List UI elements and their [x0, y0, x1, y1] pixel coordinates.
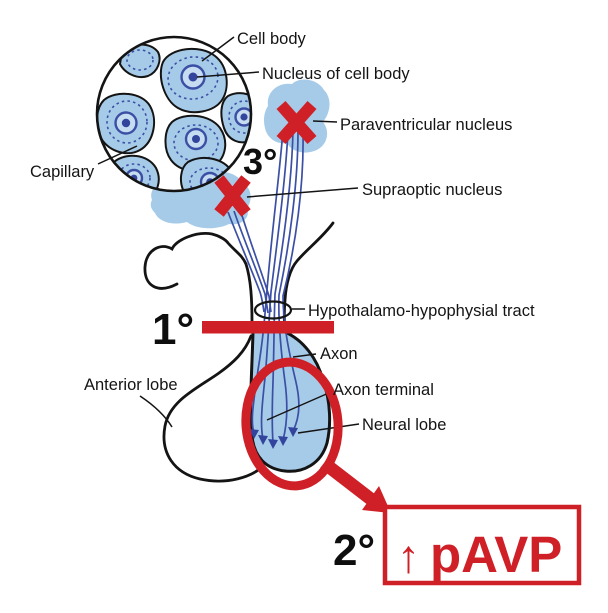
pointer-nucleus: [196, 71, 260, 78]
cell: [220, 92, 251, 144]
label-hypothalamo-hypophysial-tract: Hypothalamo-hypophysial tract: [308, 302, 535, 320]
label-neural-lobe: Neural lobe: [362, 416, 446, 434]
label-axon: Axon: [320, 345, 358, 363]
label-axon-terminal: Axon terminal: [333, 381, 434, 399]
cell: [118, 43, 161, 78]
label-cell-body: Cell body: [237, 30, 307, 48]
label-nucleus-of-cell-body: Nucleus of cell body: [262, 65, 410, 83]
hypothalamus-outline-left: [143, 232, 254, 324]
pointer-neural-lobe: [297, 423, 360, 434]
pavp-callout-box: ↑ pAVP: [382, 504, 582, 586]
label-capillary: Capillary: [30, 163, 95, 181]
pointer-lines: [97, 36, 360, 434]
marker-primary: 1°: [152, 305, 194, 354]
lesion-x-supraoptic-icon: [214, 175, 251, 217]
cell-bodies: [97, 43, 251, 191]
cell: [159, 47, 228, 114]
tract-ellipse: [253, 300, 293, 320]
pointer-paraventricular: [312, 120, 338, 123]
marker-tertiary: 3°: [243, 141, 277, 182]
label-supraoptic-nucleus: Supraoptic nucleus: [362, 181, 502, 199]
axon-terminal-arrowheads: [249, 427, 298, 449]
up-arrow-icon: ↑: [397, 530, 420, 582]
neural-lobe-highlight-ellipse: [241, 357, 343, 491]
lesion-bar-primary: [202, 321, 334, 334]
pointer-axon: [292, 353, 317, 358]
pointer-capillary: [97, 145, 138, 165]
pavp-text: pAVP: [430, 526, 562, 583]
pointer-cell-body: [201, 36, 235, 62]
pointer-supraoptic: [246, 187, 359, 198]
lesion-x-paraventricular-icon: [276, 101, 317, 144]
result-arrow-icon: [320, 457, 391, 513]
label-anterior-lobe: Anterior lobe: [84, 376, 178, 394]
pointer-anterior-lobe: [139, 395, 173, 428]
inset-circle: [95, 35, 253, 193]
callout-border: [382, 504, 582, 586]
cell: [97, 92, 156, 155]
pointer-axon-terminal: [266, 391, 332, 421]
label-paraventricular-nucleus: Paraventricular nucleus: [340, 116, 512, 134]
anterior-lobe-outline: [162, 334, 265, 483]
marker-secondary: 2°: [333, 526, 375, 575]
